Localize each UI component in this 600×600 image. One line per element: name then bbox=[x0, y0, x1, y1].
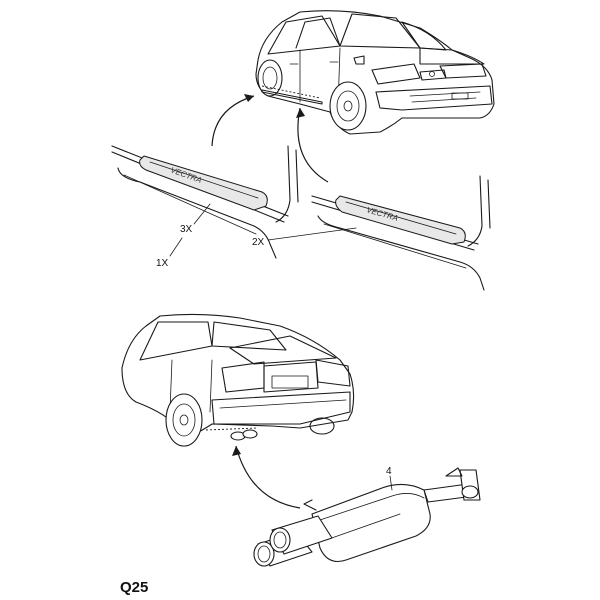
callout-leaders bbox=[169, 203, 357, 257]
car-front-view bbox=[255, 10, 495, 135]
callout-2x: 2X bbox=[252, 237, 265, 248]
callout-4: 4 bbox=[386, 466, 392, 477]
muffler-part bbox=[253, 467, 481, 567]
callout-3x: 3X bbox=[180, 224, 193, 235]
arrow-sill-to-car bbox=[211, 94, 329, 183]
callout-1x: 1X bbox=[156, 258, 169, 269]
page-code: Q25 bbox=[120, 579, 148, 596]
sill-plate-left-view: VECTRA bbox=[111, 145, 299, 259]
car-rear-view bbox=[121, 313, 355, 447]
sill-plate-left bbox=[139, 155, 268, 211]
arrow-muffler-to-car bbox=[232, 445, 301, 509]
sill-plate-right bbox=[335, 195, 466, 245]
sill-plate-right-view: VECTRA bbox=[311, 175, 491, 291]
callout-4-leader bbox=[389, 475, 393, 491]
